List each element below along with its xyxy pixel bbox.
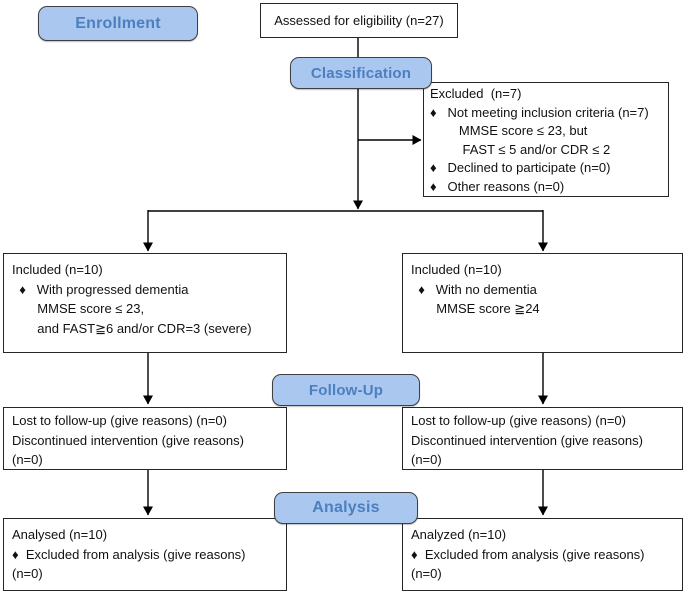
analysed-right-line: Analyzed (n=10) bbox=[411, 527, 507, 542]
lost-left-line: Lost to follow-up (give reasons) (n=0) bbox=[12, 413, 227, 428]
included-left-line: ♦ With progressed dementia bbox=[12, 281, 189, 297]
included-left-line: MMSE score ≤ 23, bbox=[12, 301, 145, 316]
stage-enrollment: Enrollment bbox=[38, 6, 198, 41]
analysed-right-box: Analyzed (n=10) ♦ Excluded from analysis… bbox=[402, 518, 683, 591]
analysed-right-line: ♦ Excluded from analysis (give reasons) bbox=[411, 546, 645, 562]
included-right-box: Included (n=10) ♦ With no dementia MMSE … bbox=[402, 253, 683, 353]
analysed-left-box: Analysed (n=10) ♦ Excluded from analysis… bbox=[3, 518, 287, 591]
stage-follow-up: Follow-Up bbox=[272, 374, 420, 406]
included-left-line: Included (n=10) bbox=[12, 262, 103, 277]
lost-left-line: (n=0) bbox=[12, 452, 43, 467]
assessed-box: Assessed for eligibility (n=27) bbox=[260, 3, 458, 38]
included-left-box: Included (n=10) ♦ With progressed dement… bbox=[3, 253, 287, 353]
included-left-line: and FAST≧6 and/or CDR=3 (severe) bbox=[12, 320, 252, 336]
included-right-line: ♦ With no dementia bbox=[411, 281, 537, 297]
included-right-line: Included (n=10) bbox=[411, 262, 502, 277]
lost-right-line: Discontinued intervention (give reasons) bbox=[411, 432, 643, 448]
analysed-left-line: Analysed (n=10) bbox=[12, 527, 108, 542]
lost-left-line: Discontinued intervention (give reasons) bbox=[12, 432, 244, 448]
analysed-left-line: (n=0) bbox=[12, 566, 43, 581]
lost-right-line: (n=0) bbox=[411, 452, 442, 467]
lost-left-box: Lost to follow-up (give reasons) (n=0) D… bbox=[3, 407, 287, 470]
stage-classification: Classification bbox=[290, 57, 432, 89]
excluded-line: ♦ Other reasons (n=0) bbox=[430, 178, 565, 194]
analysed-right-line: (n=0) bbox=[411, 566, 442, 581]
analysed-left-line: ♦ Excluded from analysis (give reasons) bbox=[12, 546, 246, 562]
included-right-line: MMSE score ≧24 bbox=[411, 301, 540, 316]
assessed-text: Assessed for eligibility (n=27) bbox=[274, 12, 444, 28]
excluded-line: Excluded (n=7) bbox=[430, 86, 522, 101]
lost-right-line: Lost to follow-up (give reasons) (n=0) bbox=[411, 413, 626, 428]
excluded-line: ♦ Declined to participate (n=0) bbox=[430, 160, 611, 176]
excluded-line: ♦ Not meeting inclusion criteria (n=7) bbox=[430, 104, 649, 120]
excluded-line: FAST ≤ 5 and/or CDR ≤ 2 bbox=[430, 141, 611, 157]
excluded-box: Excluded (n=7) ♦ Not meeting inclusion c… bbox=[423, 82, 669, 197]
excluded-line: MMSE score ≤ 23, but bbox=[430, 123, 588, 139]
lost-right-box: Lost to follow-up (give reasons) (n=0) D… bbox=[402, 407, 683, 470]
stage-analysis: Analysis bbox=[274, 492, 418, 524]
